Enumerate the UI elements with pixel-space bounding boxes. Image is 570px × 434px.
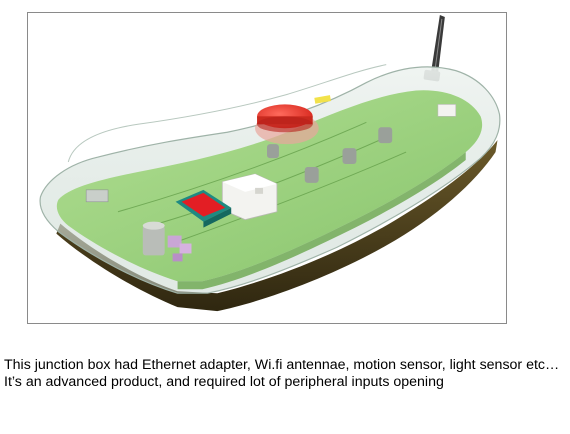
caption-line-2: It’s an advanced product, and required l… [4, 374, 444, 390]
red-button [255, 104, 319, 145]
sensor-blocks [167, 235, 192, 262]
side-port [85, 189, 109, 203]
junction-box-render [39, 14, 501, 312]
mounting-posts [267, 127, 393, 183]
caption-line-1: This junction box had Ethernet adapter, … [4, 357, 560, 373]
enclosure-base [56, 140, 498, 312]
indicator-led [314, 95, 331, 104]
light-sensor [437, 104, 457, 117]
capacitor [142, 221, 165, 256]
caption: This junction box had Ethernet adapter, … [4, 357, 566, 391]
motion-sensor-chip [175, 189, 232, 228]
pcb-components [85, 95, 457, 262]
product-render-frame [27, 12, 507, 324]
